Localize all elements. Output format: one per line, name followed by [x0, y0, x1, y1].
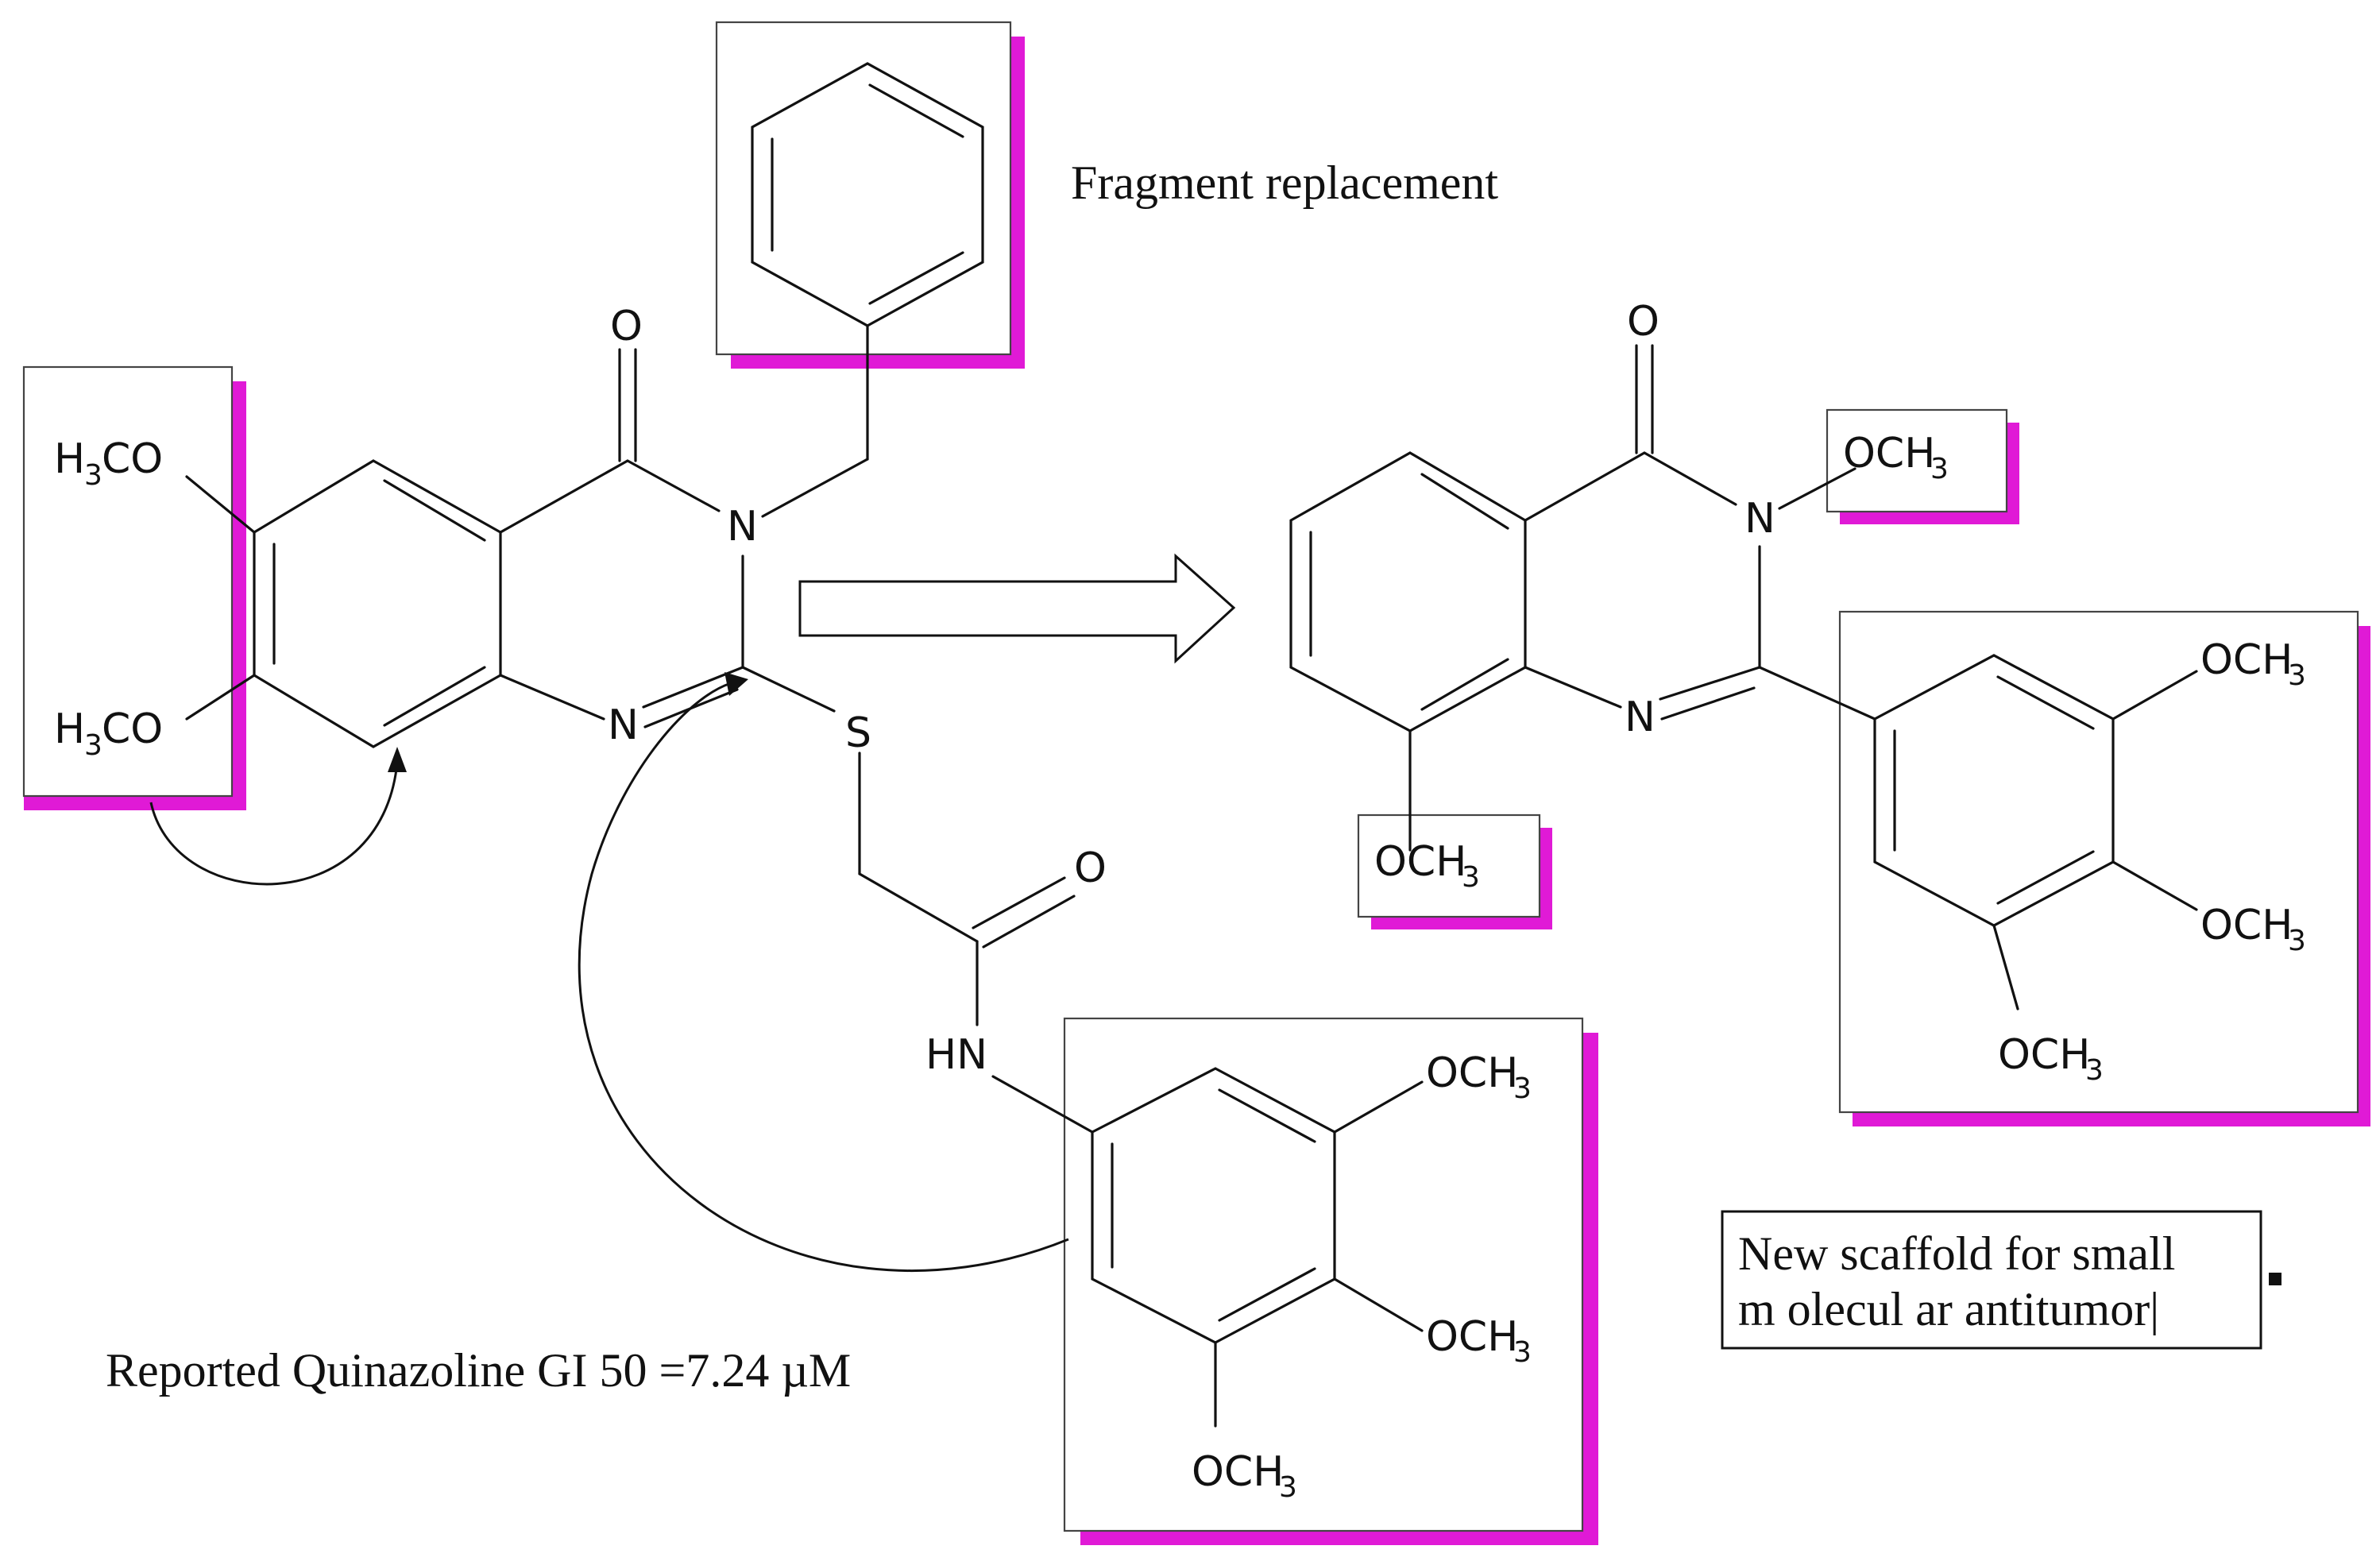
- h3co-top-h: H: [54, 435, 85, 483]
- och3-right-1-sub: 3: [2288, 659, 2306, 692]
- atom-n3-right: N: [1744, 495, 1775, 543]
- curved-arrow-methoxy-head: [388, 747, 407, 772]
- atom-amide-o-left: O: [1074, 844, 1107, 892]
- label-och3-right-1: OCH 3: [2200, 636, 2306, 692]
- reported-quinazoline-bonds: [185, 62, 1424, 1428]
- och3-right-3-sub: 3: [2085, 1054, 2104, 1087]
- new-scaffold-atoms: O N N OCH 3 OCH 3 OCH 3 OCH 3 OCH 3: [1374, 298, 2306, 1087]
- h3co-bottom-h: H: [54, 705, 85, 753]
- label-och3-bottom-1: OCH 3: [1426, 1049, 1532, 1105]
- highlight-8-methoxy-frame: [1357, 813, 1541, 918]
- label-och3-right-2: OCH 3: [2200, 902, 2306, 957]
- curved-arrow-aryl-head: [724, 672, 748, 696]
- highlight-8-methoxy-face: [1358, 815, 1540, 917]
- 8-och3-text: OCH: [1374, 838, 1466, 886]
- atom-carbonyl-o-right: O: [1627, 298, 1659, 346]
- label-och3-bottom-3: OCH 3: [1192, 1448, 1297, 1504]
- atom-n1-right: N: [1625, 694, 1656, 741]
- highlight-boxes: [22, 21, 2370, 1545]
- label-och3-right-3: OCH 3: [1998, 1031, 2104, 1087]
- highlight-n-methoxy-face: [1827, 410, 2007, 512]
- reported-quinazoline-atoms: O N N S O HN H 3 CO H 3 CO OCH 3 OCH 3 O…: [54, 303, 1532, 1504]
- note-box-frame: [1721, 1210, 2262, 1350]
- highlight-trimethoxy-right-frame: [1838, 610, 2359, 1114]
- och3-bottom-1-sub: 3: [1513, 1072, 1532, 1105]
- atom-n1-left: N: [608, 701, 639, 749]
- h3co-top-sub: 3: [84, 459, 102, 492]
- och3-right-2-text: OCH: [2200, 902, 2293, 949]
- highlight-trimethoxy-right-face: [1840, 612, 2358, 1112]
- highlight-n-methoxy-frame: [1826, 408, 2008, 513]
- och3-bottom-1-text: OCH: [1426, 1049, 1518, 1097]
- reported-quinazoline-label: Reported Quinazoline GI 50 =7.24 µM: [106, 1344, 851, 1397]
- new-scaffold-bonds: [1289, 344, 2198, 1010]
- fragment-replacement-label: Fragment replacement: [1071, 156, 1498, 209]
- 8-och3-sub: 3: [1462, 861, 1480, 894]
- och3-right-2-sub: 3: [2288, 925, 2306, 957]
- atom-nh-left: HN: [925, 1031, 987, 1079]
- h3co-bottom-sub: 3: [84, 729, 102, 762]
- note-box: New scaffold for small m olecul ar antit…: [1721, 1210, 2281, 1350]
- curved-arrow-aryl-to-c2: [578, 682, 1069, 1273]
- curved-arrows: [149, 672, 1069, 1273]
- highlight-phenyl-face: [717, 22, 1010, 354]
- note-line-1: New scaffold for small: [1738, 1227, 2175, 1280]
- highlight-trimethoxy-bottom-face: [1064, 1018, 1582, 1531]
- transformation-arrow: [798, 553, 1236, 664]
- note-box-handle: [2269, 1273, 2281, 1285]
- och3-right-1-text: OCH: [2200, 636, 2293, 684]
- atom-n3-left: N: [727, 503, 758, 551]
- highlight-trimethoxy-bottom-frame: [1063, 1017, 1584, 1532]
- atom-s-left: S: [845, 709, 871, 757]
- atom-carbonyl-o-left: O: [610, 303, 643, 350]
- highlight-left-methoxy-frame: [22, 365, 234, 798]
- label-h3co-top: H 3 CO: [54, 435, 163, 492]
- label-och3-bottom-2: OCH 3: [1426, 1313, 1532, 1369]
- curved-arrow-methoxy-to-c8: [149, 762, 399, 886]
- och3-right-3-text: OCH: [1998, 1031, 2090, 1079]
- och3-bottom-2-sub: 3: [1513, 1336, 1532, 1369]
- label-8-och3: OCH 3: [1374, 838, 1480, 894]
- note-line-2: m olecul ar antitumor|: [1738, 1283, 2159, 1335]
- och3-bottom-3-sub: 3: [1279, 1471, 1297, 1504]
- highlight-left-methoxy-face: [24, 367, 232, 796]
- label-h3co-bottom: H 3 CO: [54, 705, 163, 762]
- h3co-bottom-co: CO: [102, 705, 163, 753]
- n-och3-sub: 3: [1930, 453, 1949, 485]
- och3-bottom-3-text: OCH: [1192, 1448, 1284, 1496]
- label-n-och3: OCH 3: [1843, 430, 1949, 485]
- n-och3-text: OCH: [1843, 430, 1935, 477]
- och3-bottom-2-text: OCH: [1426, 1313, 1518, 1361]
- highlight-phenyl-frame: [715, 21, 1012, 356]
- h3co-top-co: CO: [102, 435, 163, 483]
